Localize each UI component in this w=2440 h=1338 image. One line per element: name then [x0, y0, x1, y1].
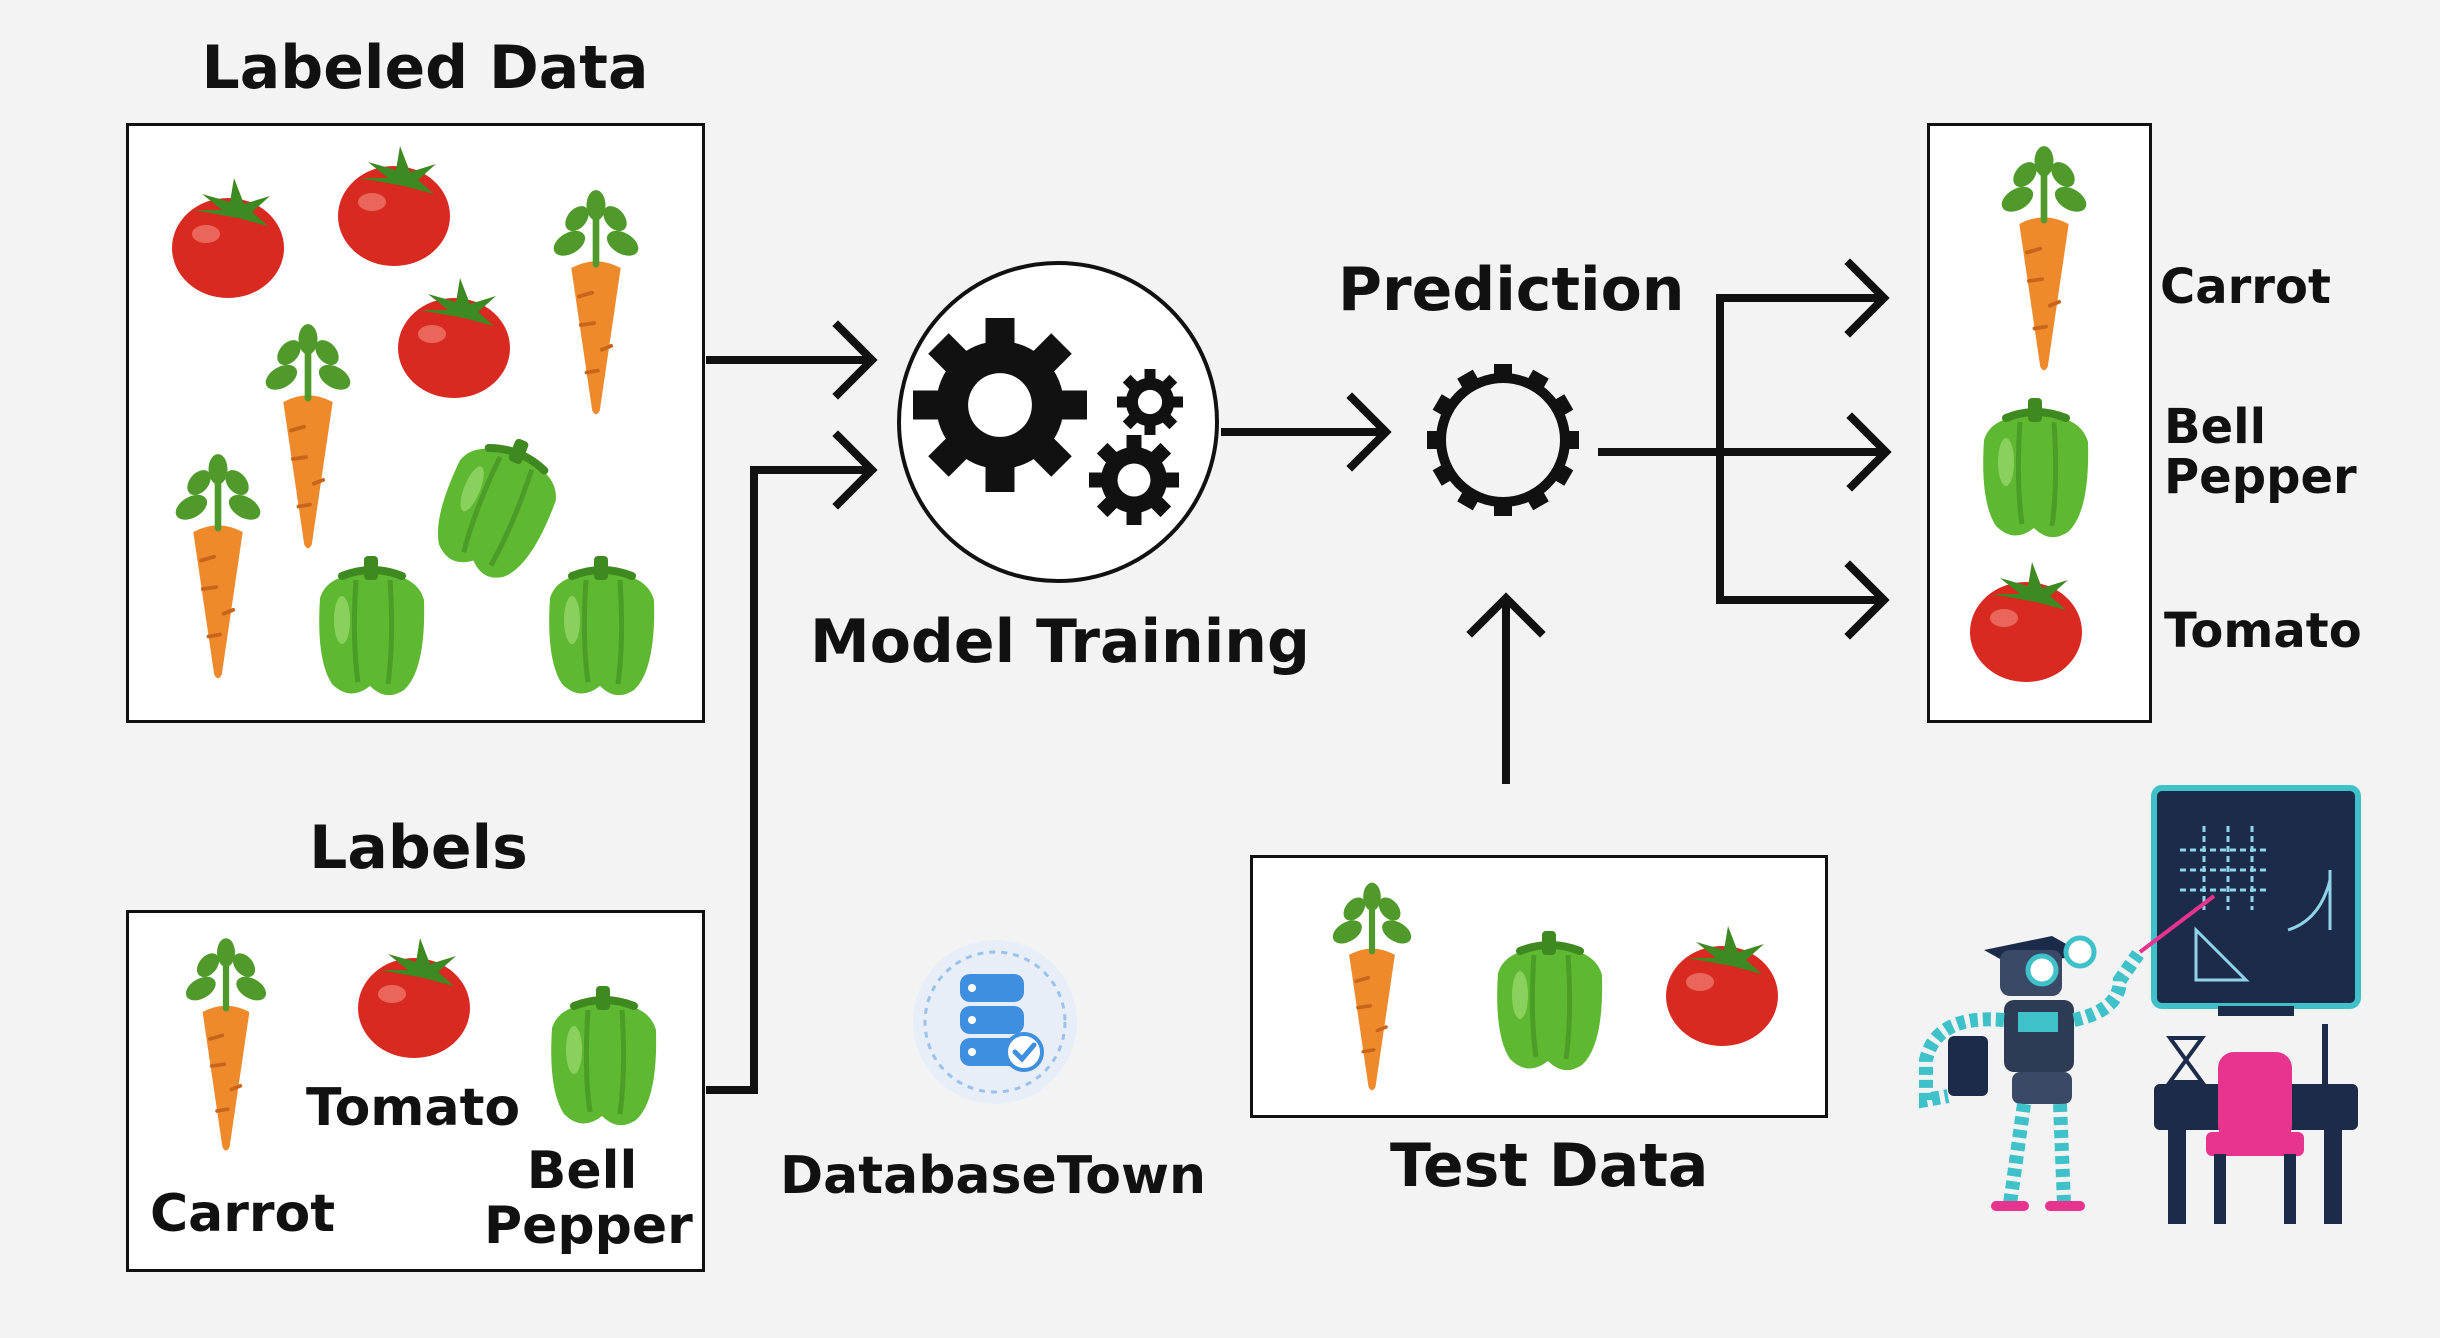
model-training-title: Model Training: [810, 607, 1310, 677]
test-data-title: Test Data: [1390, 1131, 1709, 1201]
tomato-icon: [1666, 926, 1778, 1046]
bell-pepper-icon: [1983, 398, 2088, 537]
label-tomato: Tomato: [306, 1078, 521, 1138]
labeled-data-items: [171, 146, 654, 695]
result-bell-pepper: Bell Pepper: [2164, 402, 2357, 503]
carrot-icon: [182, 938, 270, 1150]
prediction-title: Prediction: [1338, 255, 1685, 325]
result-bell-pepper-line2: Pepper: [2164, 449, 2357, 506]
bell-pepper-icon: [1497, 931, 1602, 1070]
results-items: [1970, 146, 2091, 682]
carrot-icon: [1997, 146, 2090, 370]
gears-icon: [1089, 435, 1179, 525]
gears-icon: [1117, 369, 1183, 435]
tomato-icon: [398, 278, 510, 398]
gear-outline-icon: [1427, 364, 1579, 516]
result-bell-pepper-line1: Bell: [2164, 399, 2267, 455]
model-training-node: [897, 261, 1219, 583]
tomato-icon: [172, 178, 284, 298]
robot-scene: [1919, 785, 2361, 1224]
label-bell-pepper: Bell Pepper: [484, 1141, 693, 1256]
hourglass-icon: [2166, 1036, 2206, 1084]
test-data-items: [1329, 883, 1778, 1091]
chair-icon: [2206, 1052, 2304, 1224]
database-icon: [913, 940, 1077, 1104]
flow-arrows: [706, 258, 1892, 1094]
bell-pepper-icon: [423, 421, 572, 589]
carrot-icon: [171, 454, 264, 678]
brand-label: DatabaseTown: [780, 1146, 1207, 1206]
labels-title: Labels: [309, 813, 528, 883]
robot-icon: [1919, 894, 2216, 1211]
label-carrot: Carrot: [150, 1184, 336, 1244]
carrot-icon: [549, 190, 642, 414]
chalkboard-icon: [2151, 785, 2361, 1016]
bell-pepper-icon: [319, 556, 424, 695]
carrot-icon: [261, 324, 354, 548]
tomato-icon: [338, 146, 450, 266]
result-carrot: Carrot: [2160, 259, 2331, 315]
bell-pepper-icon: [549, 556, 654, 695]
labeled-data-title: Labeled Data: [201, 33, 649, 103]
bell-pepper-icon: [551, 986, 656, 1125]
tomato-icon: [1970, 562, 2082, 682]
result-tomato: Tomato: [2164, 603, 2362, 659]
label-bell-pepper-line2: Pepper: [484, 1195, 693, 1256]
carrot-icon: [1329, 883, 1415, 1091]
label-bell-pepper-line1: Bell: [526, 1141, 638, 1201]
tomato-icon: [358, 938, 470, 1058]
gears-icon: [913, 318, 1087, 492]
